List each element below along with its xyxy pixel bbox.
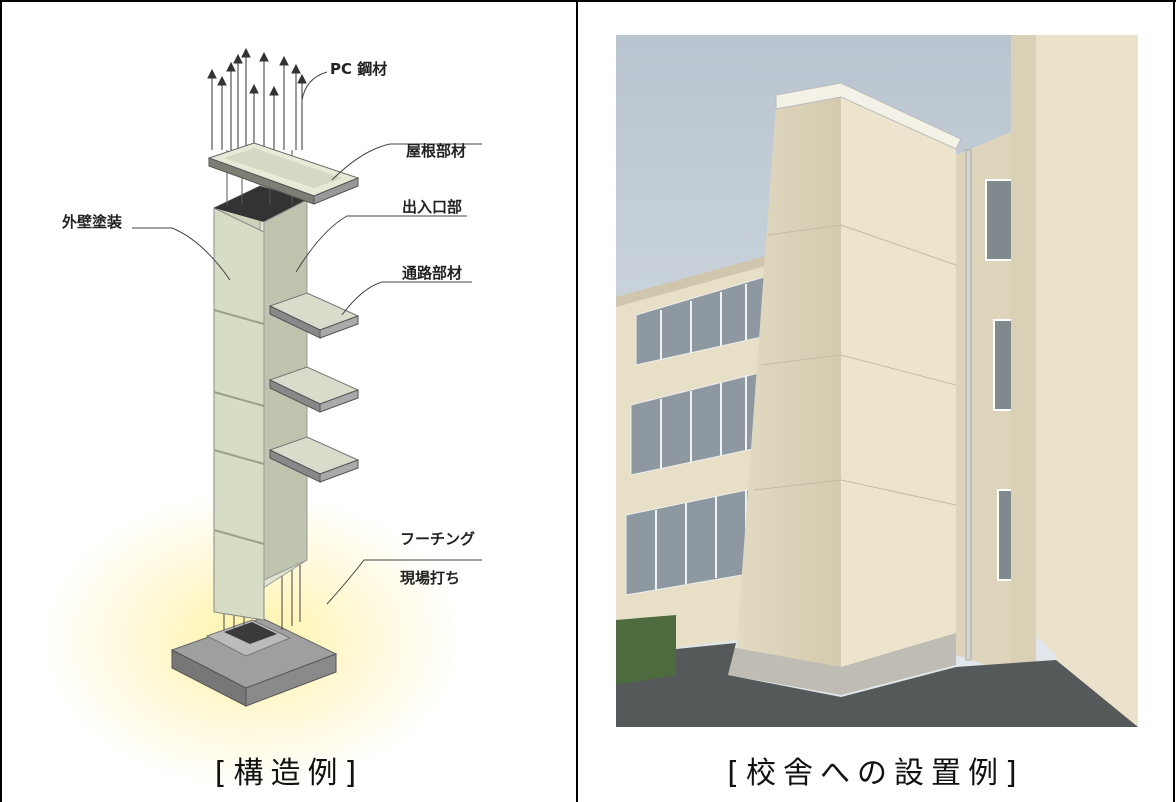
structure-cell: PC 鋼材 屋根部材 外壁塗装 出入口部 通路部材 フーチング 現場打ち [構造… bbox=[2, 0, 576, 802]
photo-caption: [校舎への設置例] bbox=[727, 756, 1024, 791]
school-installation-photo bbox=[616, 35, 1138, 727]
table-divider bbox=[576, 0, 578, 802]
label-passage-member: 通路部材 bbox=[402, 264, 463, 282]
label-cast-in-place: 現場打ち bbox=[400, 569, 461, 587]
table-border-left bbox=[0, 0, 2, 802]
photo-cell: [校舎への設置例] bbox=[578, 0, 1173, 802]
label-footing: フーチング bbox=[400, 530, 476, 548]
table-border-top bbox=[0, 0, 1176, 2]
label-exterior-paint: 外壁塗装 bbox=[62, 213, 123, 231]
structure-caption: [構造例] bbox=[214, 756, 364, 791]
table-border-right bbox=[1173, 0, 1175, 802]
structure-diagram bbox=[42, 47, 482, 790]
label-entrance: 出入口部 bbox=[402, 198, 463, 216]
label-roof-member: 屋根部材 bbox=[406, 142, 467, 160]
label-pc-steel: PC 鋼材 bbox=[330, 60, 388, 78]
